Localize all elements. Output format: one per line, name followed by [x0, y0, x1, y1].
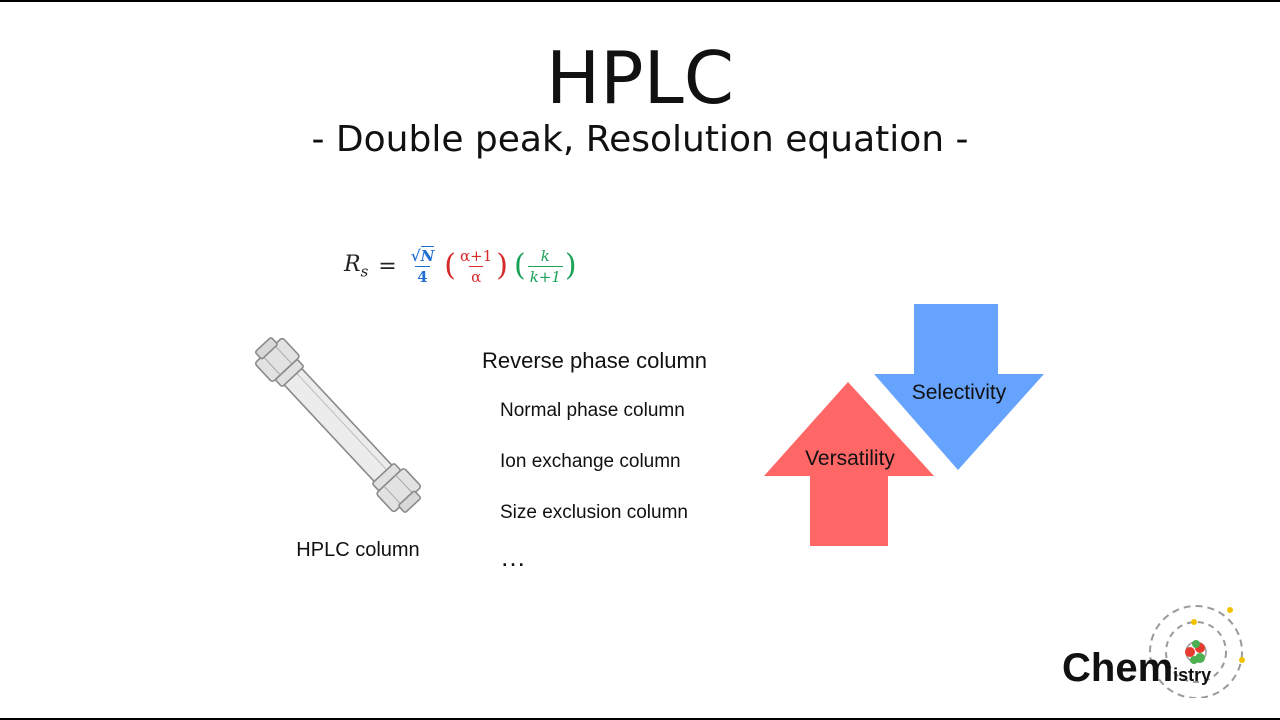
selectivity-label: Selectivity: [912, 381, 1007, 404]
selectivity-numerator: α+1: [460, 246, 493, 265]
versatility-up-arrow: [764, 382, 934, 546]
sqrt-symbol: √: [410, 246, 421, 265]
logo-text-main: Chem: [1062, 646, 1174, 690]
selectivity-close-paren: ): [496, 248, 508, 283]
efficiency-numerator: N: [420, 245, 435, 265]
retention-open-paren: (: [513, 248, 526, 283]
efficiency-denominator: 4: [415, 265, 430, 286]
resolution-equation: Rs = √N 4 ( α+1 α ) ( k k+1 ): [344, 238, 577, 294]
hplc-column-icon: [254, 337, 422, 513]
equation-equals: =: [378, 253, 397, 279]
slide-title: HPLC: [546, 36, 734, 120]
selectivity-term: ( α+1 α ): [444, 247, 508, 286]
retention-numerator: k: [540, 246, 550, 265]
retention-term: ( k k+1 ): [514, 247, 577, 286]
atom-icon: [1149, 605, 1245, 698]
equation-lhs-symbol: R: [344, 251, 361, 277]
column-types-list: Reverse phase column Normal phase column…: [482, 346, 708, 572]
versatility-label: Versatility: [805, 447, 895, 470]
retention-close-paren: ): [564, 248, 577, 283]
slide-subtitle: - Double peak, Resolution equation -: [311, 119, 969, 160]
list-ellipsis: …: [500, 542, 526, 572]
equation-lhs-subscript: s: [360, 262, 369, 281]
efficiency-term: √N 4: [407, 245, 439, 286]
list-item-ion-exchange: Ion exchange column: [500, 451, 681, 472]
column-caption: HPLC column: [296, 539, 420, 561]
equation-lhs: Rs: [344, 252, 368, 280]
logo-text-small: istry: [1173, 665, 1212, 685]
selectivity-down-arrow: [874, 304, 1044, 470]
selectivity-open-paren: (: [444, 248, 457, 283]
chemistry-logo: Chemistry: [1060, 602, 1260, 698]
selectivity-denominator: α: [469, 265, 484, 286]
list-item-size-exclusion: Size exclusion column: [500, 502, 688, 523]
list-item-reverse-phase: Reverse phase column: [482, 348, 708, 373]
retention-denominator: k+1: [527, 265, 563, 286]
list-item-normal-phase: Normal phase column: [500, 400, 685, 421]
logo-wordmark: Chemistry: [1062, 646, 1211, 691]
tradeoff-arrows: Versatility Selectivity: [764, 304, 1044, 546]
